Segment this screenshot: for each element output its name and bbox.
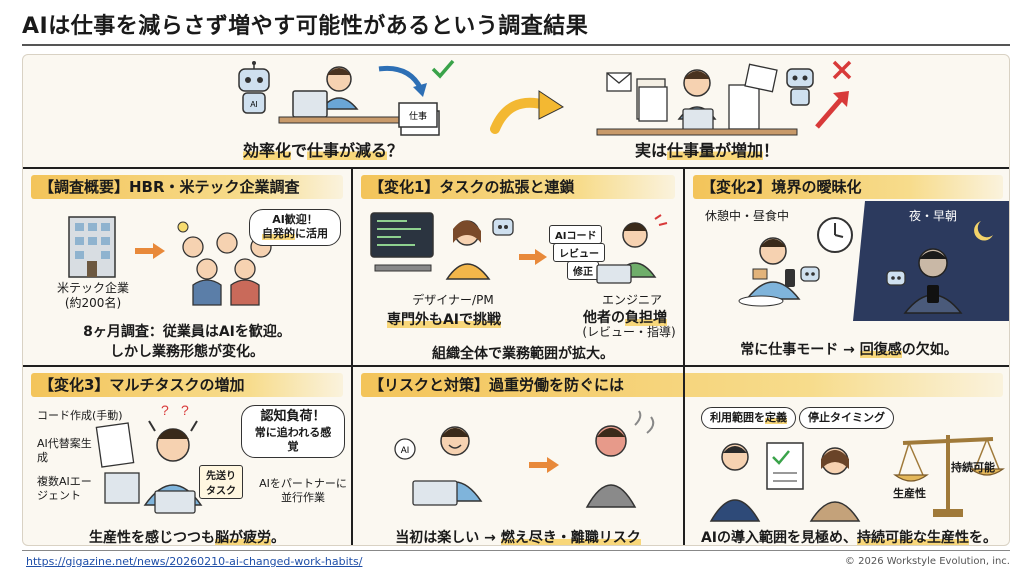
change1-caption: 組織全体で業務範囲が拡大。 <box>432 346 614 362</box>
engineer-sub: (レビュー・指導) <box>582 325 676 339</box>
panel-heading: 【調査概要】HBR・米テック企業調査 <box>31 175 343 199</box>
divider <box>683 367 685 545</box>
arrow-right-icon <box>519 249 547 265</box>
overwhelmed-worker-illustration <box>596 63 798 136</box>
svg-text:?: ? <box>161 402 169 418</box>
hero-row: AI 仕事 <box>23 55 1009 167</box>
arrow-right-icon <box>135 243 165 259</box>
panel-change3: 【変化3】マルチタスクの増加 コード作成(手動) AI代替案生成 複数AIエージ… <box>23 365 351 546</box>
infographic: AI 仕事 <box>22 54 1010 546</box>
title-rule <box>22 44 1010 46</box>
managers-discussing-illustration <box>709 442 861 522</box>
label-night: 夜・早朝 <box>909 209 958 223</box>
designer-caption: 専門外もAIで挑戦 <box>386 312 502 328</box>
arrow-right-icon <box>529 457 559 473</box>
welcome-ai-bubble: AI歓迎！ 自発的に活用 <box>249 209 341 246</box>
panel-change1: 【変化1】タスクの拡張と連鎖 デザイナー/PM 専門外もAIで挑戦 AIコード … <box>353 167 683 365</box>
role-designer: デザイナー/PM <box>412 293 494 307</box>
divider <box>351 167 353 365</box>
balance-scale-icon <box>893 435 1005 517</box>
big-arrow-icon <box>490 90 564 134</box>
task-label-manual-code: コード作成(手動) <box>37 409 123 422</box>
svg-text:AI: AI <box>250 100 258 109</box>
source-link[interactable]: https://gigazine.net/news/20260210-ai-ch… <box>26 555 363 568</box>
building-icon <box>68 216 116 278</box>
lunch-worker-illustration <box>738 237 801 307</box>
robot-icon: AI <box>238 61 270 114</box>
cognitive-load-bubble: 認知負荷！ 常に追われる感覚 <box>241 405 345 459</box>
task-tag: 修正 <box>567 261 599 280</box>
paper-label: 仕事 <box>409 110 427 121</box>
document-stack-icon: 仕事 <box>398 102 440 136</box>
svg-text:?: ? <box>181 402 189 418</box>
footer-rule <box>22 550 1010 551</box>
countermeasure-caption: AIの導入範囲を見極め、持続可能な生産性を。 <box>700 530 998 546</box>
clock-icon <box>817 217 853 253</box>
partner-note: AIをパートナーに並行作業 <box>259 477 347 504</box>
robot-icon <box>886 270 906 286</box>
divider <box>351 365 353 545</box>
deferred-task-card: 先送りタスク <box>199 465 243 499</box>
happy-worker-illustration: AI <box>394 426 483 506</box>
divider <box>683 167 685 365</box>
robot-icon <box>800 266 820 282</box>
rising-arrow-icon <box>815 91 849 129</box>
burnout-worker-illustration <box>585 410 655 508</box>
company-size: (約200名) <box>64 296 122 310</box>
risk-caption: 当初は楽しい → 燃え尽き・離職リスク <box>395 530 641 546</box>
worker-at-desk-illustration <box>278 66 400 124</box>
task-label-multi-agent: 複数AIエージェント <box>37 475 92 502</box>
ai-badge: AI <box>401 445 410 455</box>
check-icon <box>431 59 455 79</box>
panel-heading: 【リスクと対策】過重労働を防ぐには <box>361 373 1003 397</box>
engineer-stressed-illustration <box>596 214 668 284</box>
designer-at-monitor-illustration <box>370 212 491 280</box>
page-title: AIは仕事を減らさず増やす可能性があるという調査結果 <box>22 14 589 39</box>
copyright: © 2026 Workstyle Evolution, inc. <box>844 556 1010 567</box>
task-label-ai-alternatives: AI代替案生成 <box>37 437 92 464</box>
panel-survey: 【調査概要】HBR・米テック企業調査 米テック企業 (約200名) AI歓迎！ … <box>23 167 351 365</box>
survey-caption-line1: 8ヶ月調査：従業員はAIを歓迎。 <box>83 324 291 340</box>
company-label: 米テック企業 <box>56 281 129 295</box>
label-day: 休憩中・昼食中 <box>705 209 790 223</box>
role-engineer: エンジニア <box>601 293 662 307</box>
robot-icon <box>492 218 514 236</box>
panel-risk: 【リスクと対策】過重労働を防ぐには AI 当初は楽しい → 燃え尽き・離職リスク… <box>353 365 1009 546</box>
panel-heading: 【変化3】マルチタスクの増加 <box>31 373 343 397</box>
change3-caption: 生産性を感じつつも脳が疲労。 <box>89 530 285 546</box>
robot-icon <box>786 68 814 106</box>
engineer-caption: 他者の負担増 <box>583 310 667 326</box>
panel-heading: 【変化2】境界の曖昧化 <box>693 175 1003 199</box>
cross-icon <box>832 60 852 80</box>
hero-right-caption: 実は仕事量が増加！ <box>635 141 780 160</box>
stressed-multitasker-illustration: ? ? <box>95 402 203 514</box>
change2-caption: 常に仕事モード → 回復感の欠如。 <box>740 342 958 358</box>
scale-label-sustainable: 持続可能 <box>951 461 995 474</box>
define-scope-bubble: 利用範囲を定義 <box>701 407 796 430</box>
hero-left-caption: 効率化で仕事が減る？ <box>243 141 404 160</box>
panel-heading: 【変化1】タスクの拡張と連鎖 <box>361 175 675 199</box>
panel-change2: 【変化2】境界の曖昧化 休憩中・昼食中 <box>685 167 1009 365</box>
scale-label-productivity: 生産性 <box>893 487 926 500</box>
survey-caption-line2: しかし業務形態が変化。 <box>110 344 264 360</box>
stop-timing-bubble: 停止タイミング <box>799 407 894 430</box>
curved-arrow-icon <box>378 65 427 97</box>
night-panel-illustration <box>853 201 1009 321</box>
